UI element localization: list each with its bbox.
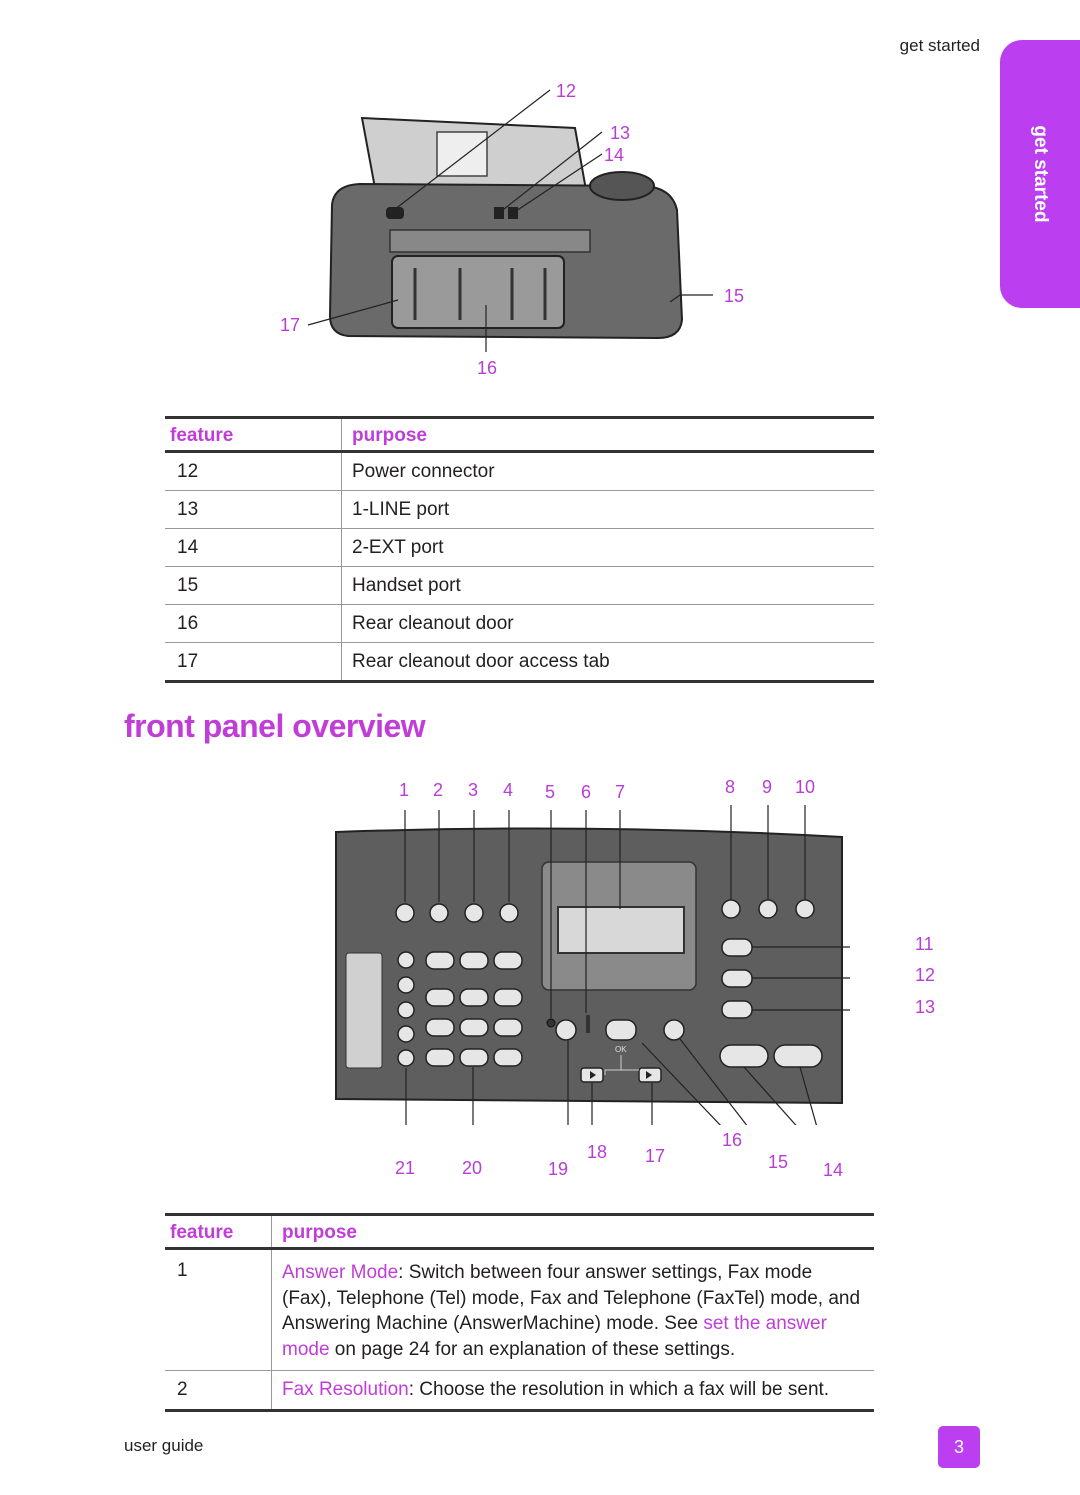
callout-f18: 18	[587, 1142, 608, 1162]
feature-cell: 13	[177, 499, 199, 520]
table-row: 14 2-EXT port	[165, 528, 874, 567]
ok-label: OK	[615, 1045, 627, 1054]
callout-f17: 17	[645, 1146, 666, 1166]
callout-f14: 14	[823, 1160, 844, 1180]
callout-15: 15	[724, 286, 745, 306]
callout-12: 12	[556, 81, 577, 101]
purpose-cell: Rear cleanout door access tab	[341, 642, 874, 682]
feature-header: feature	[170, 425, 234, 446]
rear-feature-table: feature purpose 12 Power connector 13 1-LIN…	[165, 416, 874, 683]
front-feature-table: feature purpose 1 Answer Mode: Switch be…	[165, 1213, 874, 1412]
callout-f20: 20	[462, 1158, 483, 1178]
table-row: 13 1-LINE port	[165, 490, 874, 529]
purpose-cell: Rear cleanout door	[341, 604, 874, 643]
callout-16: 16	[477, 358, 498, 378]
feature-header: feature	[170, 1222, 234, 1243]
callout-f11: 11	[915, 934, 934, 954]
table-row: 17 Rear cleanout door access tab	[165, 642, 874, 682]
callout-f16: 16	[722, 1130, 743, 1150]
purpose-text: : Switch between four answer settings, F…	[282, 1262, 861, 1334]
callout-f13: 13	[915, 997, 936, 1017]
table-row: 12 Power connector	[165, 451, 874, 491]
callout-f6: 6	[581, 782, 592, 802]
front-panel-illustration: OK	[335, 805, 850, 1125]
callout-f15: 15	[768, 1152, 789, 1172]
callout-14: 14	[604, 145, 625, 165]
feature-cell: 12	[177, 461, 199, 482]
purpose-text: on page 24 for an explanation of these s…	[329, 1338, 736, 1360]
purpose-cell: Handset port	[341, 566, 874, 605]
purpose-cell: Power connector	[341, 451, 874, 491]
callout-f2: 2	[433, 780, 444, 800]
callout-f19: 19	[548, 1159, 569, 1179]
table-row: 2 Fax Resolution: Choose the resolution …	[165, 1370, 874, 1411]
purpose-cell: 2-EXT port	[341, 528, 874, 567]
section-tab: get started	[1000, 40, 1080, 308]
feature-cell: 1	[177, 1260, 188, 1281]
section-title: front panel overview	[124, 708, 426, 744]
table-row: 15 Handset port	[165, 566, 874, 605]
callout-f4: 4	[503, 780, 514, 800]
feature-cell: 15	[177, 575, 199, 596]
table-row: 16 Rear cleanout door	[165, 604, 874, 643]
purpose-text: : Choose the resolution in which a fax w…	[408, 1379, 830, 1400]
feature-cell: 2	[177, 1379, 188, 1400]
term-fax-resolution[interactable]: Fax Resolution	[282, 1379, 409, 1400]
callout-13: 13	[610, 123, 631, 143]
feature-cell: 17	[177, 651, 199, 672]
callout-f5: 5	[545, 782, 556, 802]
rear-device-illustration	[307, 89, 713, 352]
table-row: 1 Answer Mode: Switch between four answe…	[165, 1248, 874, 1371]
term-answer-mode[interactable]: Answer Mode	[282, 1262, 399, 1283]
purpose-cell: Answer Mode: Switch between four answer …	[271, 1248, 874, 1371]
feature-cell: 14	[177, 537, 199, 558]
feature-cell: 16	[177, 613, 199, 634]
purpose-header: purpose	[271, 1214, 874, 1249]
link-set-answer-mode[interactable]: set the answer mode	[282, 1313, 827, 1360]
callout-f1: 1	[399, 780, 410, 800]
running-header: get started	[899, 36, 980, 55]
purpose-header: purpose	[341, 417, 874, 452]
callout-f8: 8	[725, 777, 736, 797]
callout-f12: 12	[915, 965, 936, 985]
callout-17: 17	[280, 315, 301, 335]
section-tab-label: get started	[1030, 125, 1051, 223]
callout-f3: 3	[468, 780, 479, 800]
callout-f21: 21	[395, 1158, 416, 1178]
purpose-cell: Fax Resolution: Choose the resolution in…	[271, 1370, 874, 1411]
callout-f10: 10	[795, 777, 816, 797]
footer-label: user guide	[124, 1436, 204, 1455]
page-number: 3	[938, 1426, 980, 1468]
purpose-cell: 1-LINE port	[341, 490, 874, 529]
callout-f9: 9	[762, 777, 773, 797]
callout-f7: 7	[615, 782, 626, 802]
